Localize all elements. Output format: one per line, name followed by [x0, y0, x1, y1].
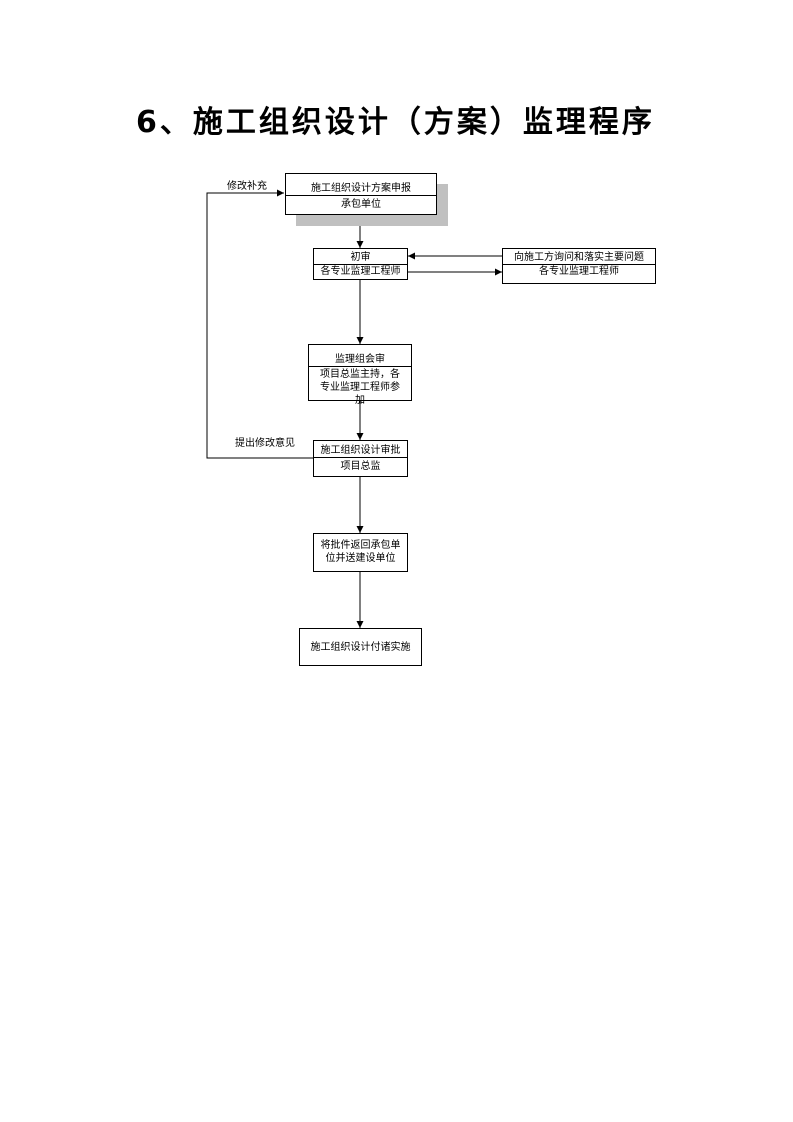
label-propose-modification: 提出修改意见: [235, 438, 295, 449]
node-meeting-review-title: 监理组会审: [309, 345, 411, 367]
node-return-text: 将批件返回承包单位并送建设单位: [320, 540, 401, 564]
node-submit-role: 承包单位: [341, 199, 381, 210]
node-inquiry-role: 各专业监理工程师: [539, 266, 619, 277]
page-title-text: 6、施工组织设计（方案）监理程序: [136, 105, 655, 140]
node-inquiry-title: 向施工方询问和落实主要问题: [503, 249, 655, 265]
node-submit: 施工组织设计方案申报 承包单位: [285, 173, 437, 215]
node-initial-review: 初审 各专业监理工程师: [313, 248, 408, 280]
node-initial-review-title: 初审: [314, 249, 407, 265]
node-meeting-review-role: 项目总监主持，各专业监理工程师参加: [320, 369, 400, 406]
node-approval-title: 施工组织设计审批: [314, 441, 407, 458]
node-submit-title: 施工组织设计方案申报: [286, 174, 436, 196]
feedback-loop-approval-to-submit: [206, 189, 313, 459]
page-title: 6、施工组织设计（方案）监理程序: [0, 100, 664, 146]
node-implement-text: 施工组织设计付诸实施: [310, 642, 411, 653]
node-approval-role: 项目总监: [340, 461, 381, 472]
node-inquiry: 向施工方询问和落实主要问题 各专业监理工程师: [502, 248, 656, 284]
node-meeting-review: 监理组会审 项目总监主持，各专业监理工程师参加: [308, 344, 412, 406]
node-approval: 施工组织设计审批 项目总监: [313, 440, 408, 477]
node-return: 将批件返回承包单位并送建设单位: [313, 533, 408, 572]
label-modify-supplement: 修改补充: [227, 181, 267, 192]
node-implement: 施工组织设计付诸实施: [299, 628, 422, 666]
node-initial-review-role: 各专业监理工程师: [320, 266, 401, 277]
